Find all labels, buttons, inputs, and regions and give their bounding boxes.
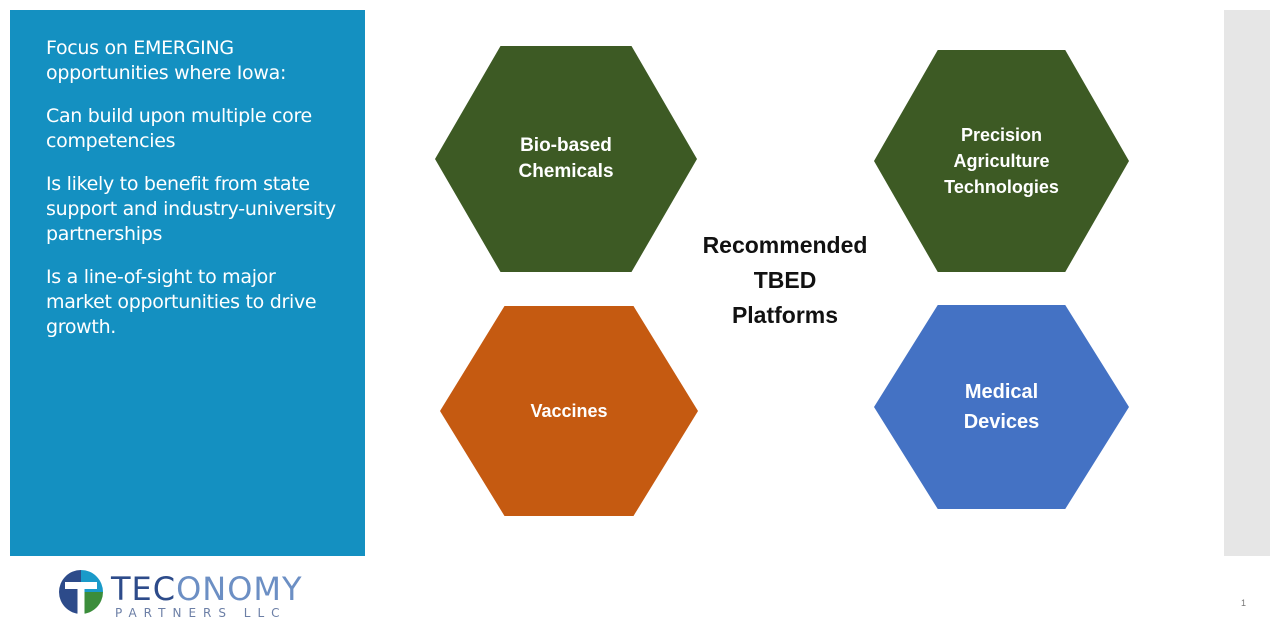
hexagon-label: Bio-based Chemicals: [518, 135, 614, 182]
panel-point-2: Is likely to benefit from state support …: [46, 173, 336, 245]
logo-suffix: ONOMY: [176, 570, 303, 608]
logo-subtitle: PARTNERS LLC: [115, 606, 287, 620]
right-grey-strip: [1224, 10, 1270, 556]
hexagon-bio-based-chemicals: Bio-based Chemicals: [435, 46, 697, 272]
panel-intro-text: Focus on EMERGING opportunities where Io…: [46, 37, 287, 84]
logo-wordmark: TECONOMY: [111, 570, 303, 608]
left-text-panel: Focus on EMERGING opportunities where Io…: [10, 10, 365, 556]
hexagon-label: Vaccines: [530, 400, 608, 421]
panel-point-3: Is a line-of-sight to major market oppor…: [46, 266, 317, 338]
center-title: Recommended TBED Platforms: [702, 232, 868, 328]
hexagon-precision-agriculture: Precision Agriculture Technologies: [874, 50, 1129, 272]
globe-icon: [59, 570, 103, 614]
page-number: 1: [1241, 598, 1247, 608]
logo-prefix: TEC: [111, 570, 177, 608]
hexagon-medical-devices: Medical Devices: [874, 305, 1129, 509]
panel-point-1: Can build upon multiple core competencie…: [46, 105, 312, 152]
teconomy-logo: TECONOMY PARTNERS LLC: [55, 566, 325, 622]
hexagon-label: Medical Devices: [963, 381, 1040, 433]
hexagon-vaccines: Vaccines: [440, 306, 698, 516]
hexagon-label: Precision Agriculture Technologies: [944, 125, 1059, 197]
